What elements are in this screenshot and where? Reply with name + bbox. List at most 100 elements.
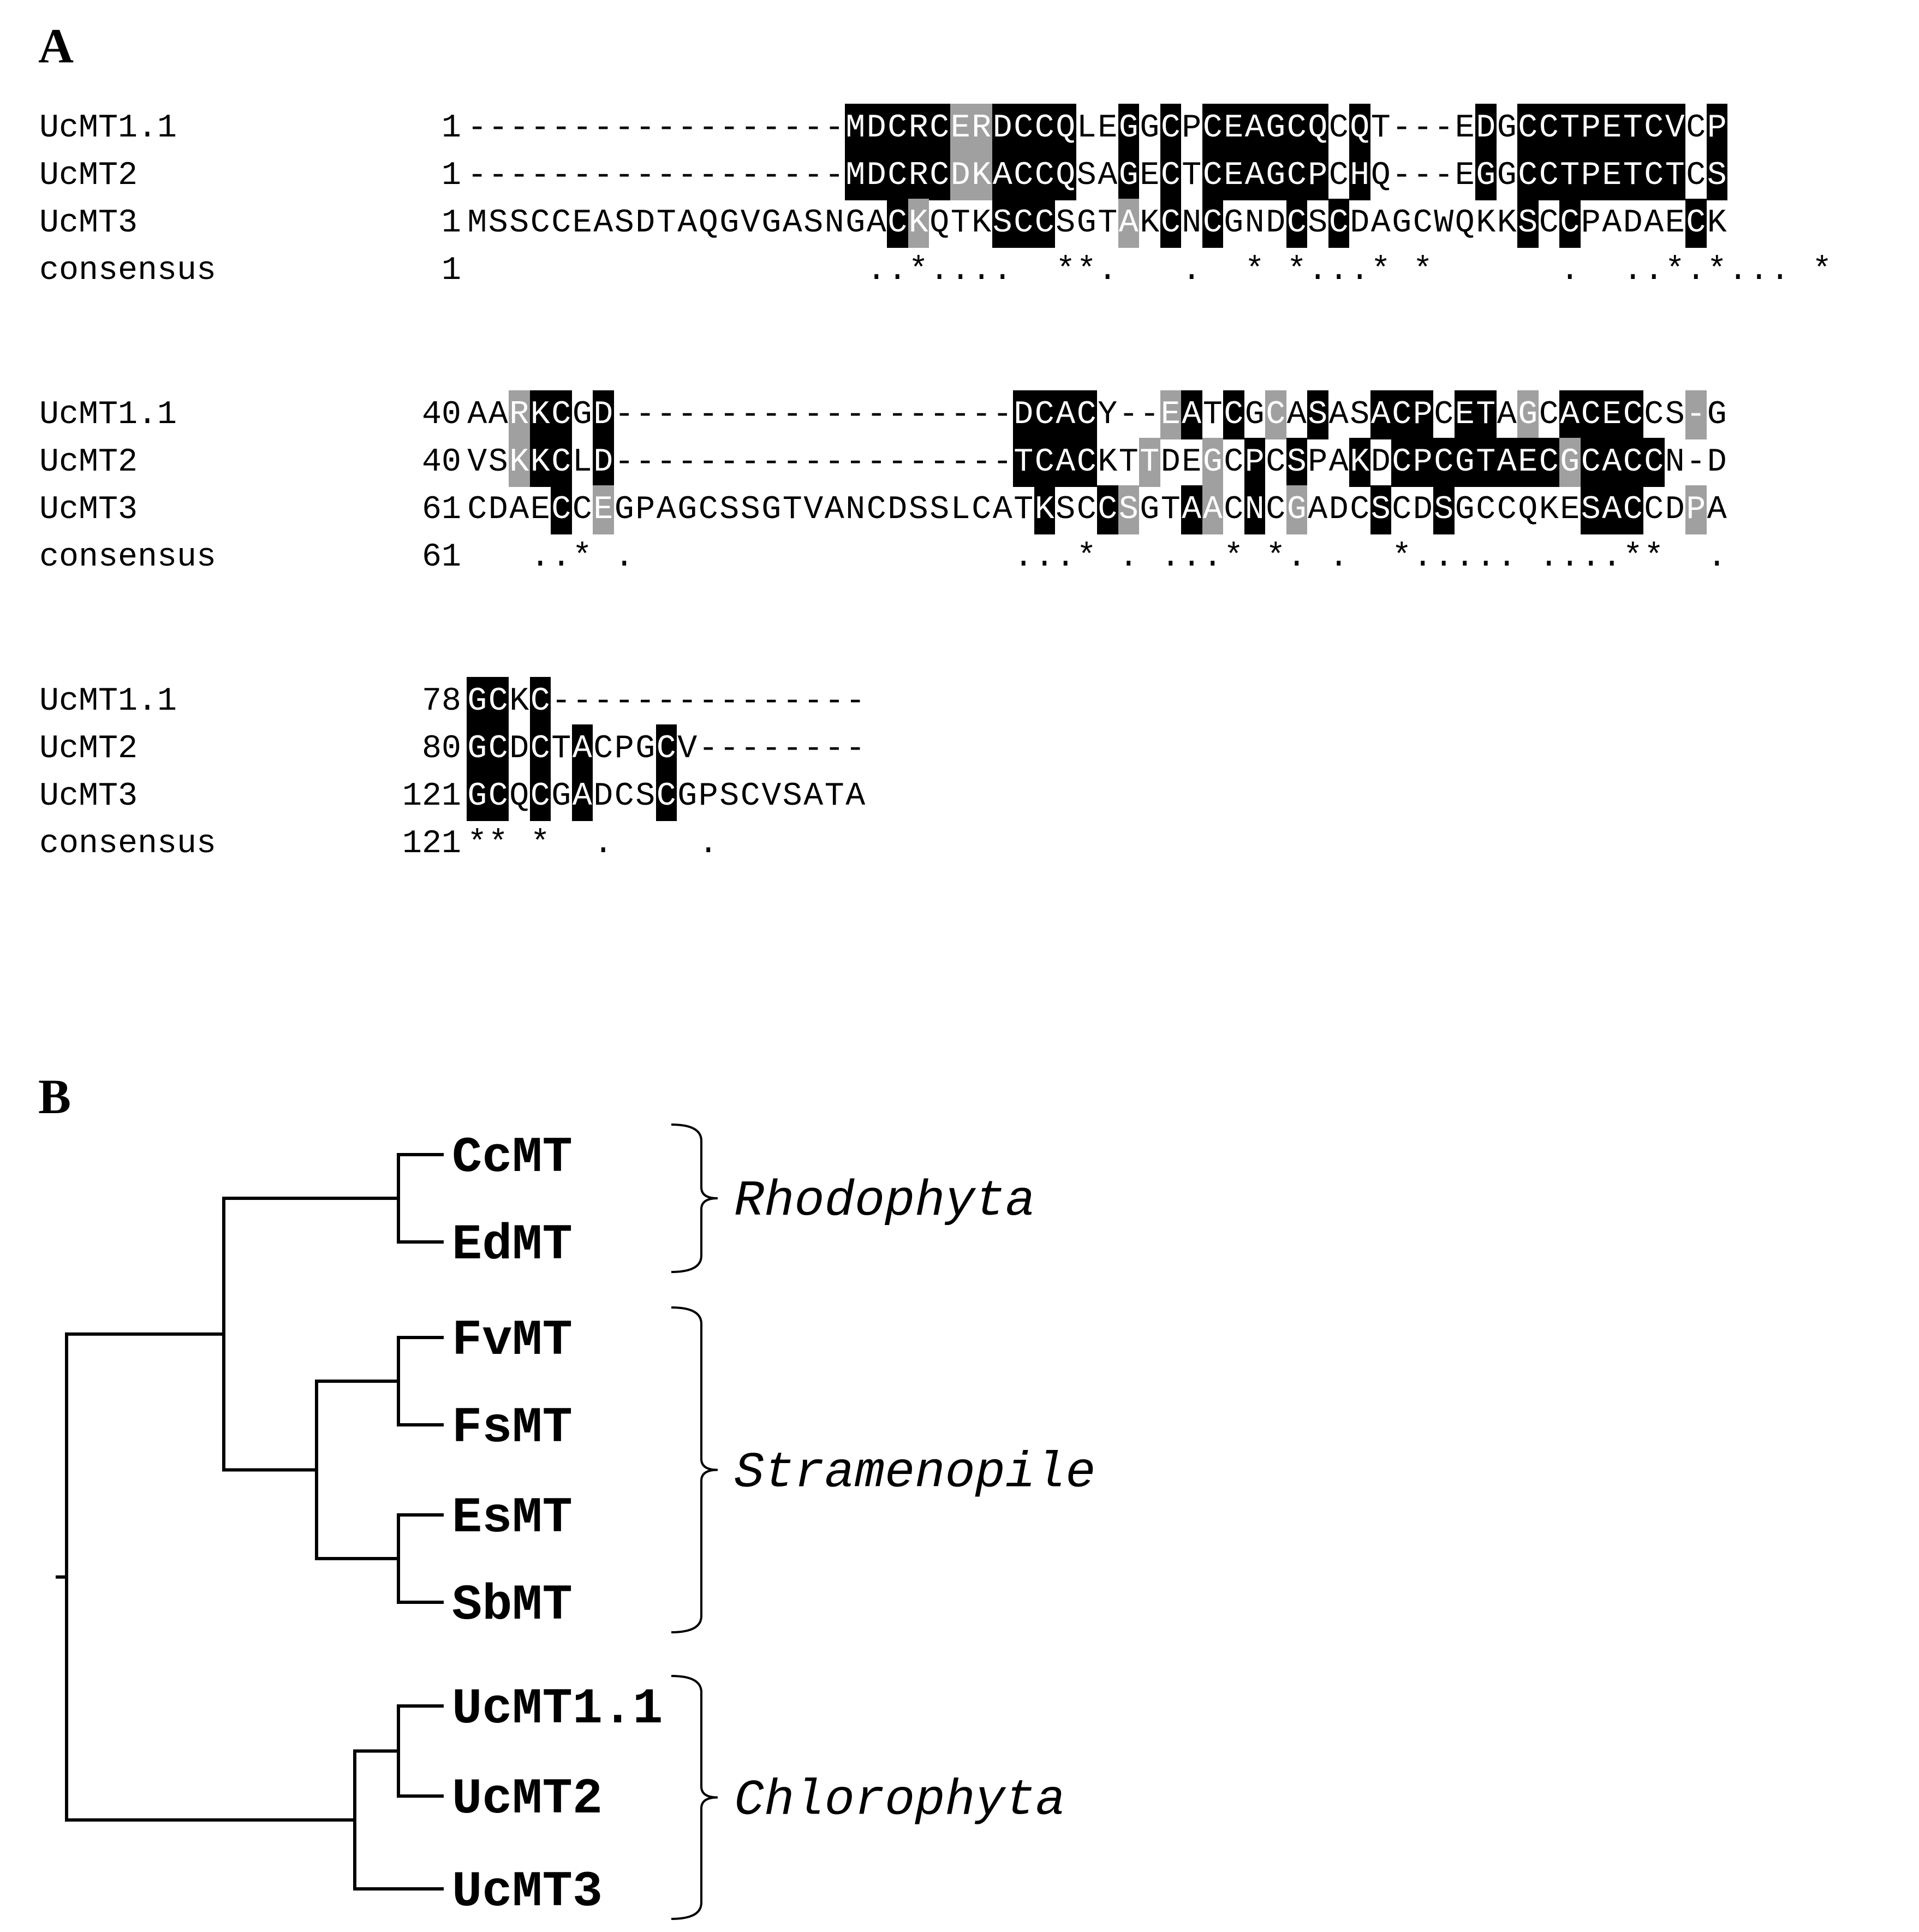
residue: - bbox=[698, 444, 718, 481]
residue: C bbox=[529, 677, 551, 726]
residue: L bbox=[1076, 110, 1096, 147]
residue: C bbox=[929, 151, 950, 200]
residue: D bbox=[593, 438, 614, 487]
residue: G bbox=[1244, 396, 1265, 433]
residue: A bbox=[1181, 390, 1202, 439]
residue: - bbox=[698, 396, 718, 433]
residue bbox=[1665, 533, 1686, 582]
residue: C bbox=[1076, 491, 1096, 528]
residue: T bbox=[551, 730, 571, 768]
residue: E bbox=[572, 205, 592, 242]
residue: . bbox=[1034, 539, 1054, 576]
residue bbox=[1265, 246, 1286, 295]
residue: - bbox=[677, 444, 698, 481]
residue: E bbox=[1160, 390, 1181, 439]
sequence-position: 80 bbox=[421, 730, 461, 768]
residue: . bbox=[1497, 539, 1517, 576]
residue: D bbox=[992, 104, 1013, 153]
residue: - bbox=[929, 396, 950, 433]
residue bbox=[677, 819, 698, 869]
sequence-residues: ** * . . bbox=[467, 819, 719, 869]
residue bbox=[635, 819, 656, 869]
residue bbox=[1517, 246, 1539, 295]
residue: C bbox=[551, 205, 571, 242]
residue: - bbox=[761, 444, 782, 481]
residue: * bbox=[1413, 252, 1433, 289]
residue bbox=[1160, 246, 1182, 295]
residue bbox=[740, 533, 761, 582]
residue: P bbox=[1308, 444, 1328, 481]
residue bbox=[1685, 533, 1707, 582]
residue: - bbox=[824, 730, 844, 768]
residue: A bbox=[1202, 485, 1223, 534]
residue bbox=[782, 533, 803, 582]
residue: C bbox=[487, 724, 509, 774]
residue: C bbox=[1265, 390, 1286, 439]
residue: C bbox=[1328, 199, 1349, 248]
residue: . bbox=[1350, 252, 1370, 289]
residue: A bbox=[509, 491, 529, 528]
residue: C bbox=[1328, 157, 1349, 194]
residue: C bbox=[1539, 396, 1559, 433]
residue: P bbox=[1706, 104, 1727, 153]
residue bbox=[1497, 246, 1518, 295]
residue: A bbox=[571, 772, 593, 821]
residue: * bbox=[1056, 252, 1076, 289]
residue: A bbox=[1118, 199, 1139, 248]
residue bbox=[845, 533, 866, 582]
residue: A bbox=[656, 491, 676, 528]
residue bbox=[593, 533, 614, 582]
residue: G bbox=[467, 772, 488, 821]
residue: D bbox=[509, 730, 529, 768]
residue: C bbox=[529, 772, 551, 821]
residue: - bbox=[740, 730, 760, 768]
sequence-name: UcMT3 bbox=[39, 205, 138, 242]
residue: D bbox=[866, 104, 887, 153]
residue: A bbox=[467, 396, 487, 433]
residue: T bbox=[1664, 151, 1685, 200]
residue: P bbox=[614, 730, 634, 768]
residue: - bbox=[551, 683, 571, 720]
residue: C bbox=[1223, 390, 1244, 439]
residue: - bbox=[677, 396, 698, 433]
residue: - bbox=[887, 396, 908, 433]
residue: C bbox=[698, 491, 718, 528]
residue: S bbox=[803, 205, 824, 242]
residue: D bbox=[866, 151, 887, 200]
residue: M bbox=[845, 104, 866, 153]
residue: C bbox=[1076, 438, 1097, 487]
residue: S bbox=[488, 444, 508, 481]
residue: - bbox=[593, 110, 613, 147]
residue bbox=[635, 533, 656, 582]
residue: K bbox=[529, 438, 551, 487]
residue: C bbox=[1685, 199, 1707, 248]
residue: M bbox=[845, 151, 866, 200]
residue: C bbox=[1266, 444, 1286, 481]
residue: T bbox=[1139, 438, 1160, 487]
residue: . bbox=[1413, 539, 1433, 576]
residue: . bbox=[1160, 539, 1181, 576]
residue: . bbox=[1728, 252, 1748, 289]
residue bbox=[719, 533, 740, 582]
residue: G bbox=[1497, 110, 1517, 147]
residue: - bbox=[1685, 390, 1707, 439]
residue: L bbox=[572, 444, 592, 481]
residue: C bbox=[1517, 151, 1539, 200]
residue: - bbox=[614, 683, 634, 720]
residue: - bbox=[803, 157, 824, 194]
residue: - bbox=[530, 157, 550, 194]
residue: E bbox=[1601, 151, 1623, 200]
residue: C bbox=[1034, 390, 1055, 439]
residue: T bbox=[1370, 110, 1391, 147]
residue: - bbox=[635, 444, 655, 481]
residue: G bbox=[677, 491, 698, 528]
residue: * bbox=[530, 825, 550, 863]
residue: D bbox=[635, 205, 655, 242]
residue: A bbox=[992, 491, 1012, 528]
residue: D bbox=[1623, 205, 1643, 242]
residue: . bbox=[1202, 539, 1223, 576]
residue: C bbox=[530, 205, 550, 242]
residue: - bbox=[1140, 396, 1160, 433]
